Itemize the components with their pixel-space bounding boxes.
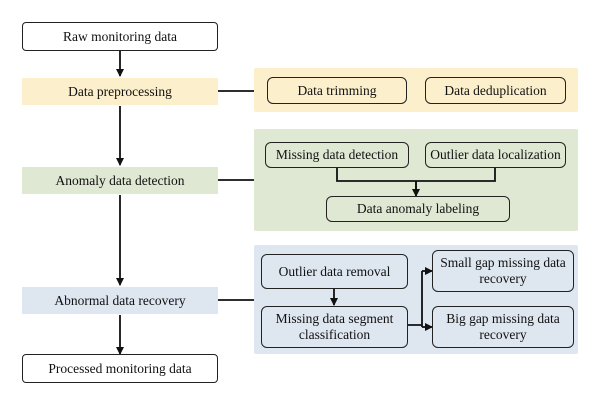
stage-preprocessing: Data preprocessing — [22, 78, 218, 105]
trimming-label: Data trimming — [297, 82, 377, 98]
recovery-panel — [254, 245, 578, 354]
stage-recovery-label: Abnormal data recovery — [54, 292, 186, 308]
deduplication-label: Data deduplication — [444, 82, 547, 98]
small-gap-label: Small gap missing data recovery — [440, 255, 566, 286]
stage-recovery: Abnormal data recovery — [22, 287, 218, 314]
deduplication-box: Data deduplication — [425, 77, 566, 104]
outlier-localization-label: Outlier data localization — [430, 147, 561, 163]
preprocessing-panel — [254, 68, 578, 112]
detection-panel — [254, 129, 578, 231]
start-box: Raw monitoring data — [22, 22, 218, 51]
segment-classification-box: Missing data segment classification — [261, 306, 408, 348]
trimming-box: Data trimming — [267, 77, 407, 104]
branch-lines — [408, 271, 423, 327]
labeling-box: Data anomaly labeling — [326, 196, 510, 222]
labeling-label: Data anomaly labeling — [356, 201, 480, 217]
outlier-removal-label: Outlier data removal — [278, 263, 391, 279]
end-box: Processed monitoring data — [22, 354, 218, 383]
stage-detection-label: Anomaly data detection — [55, 172, 185, 188]
stage-detection: Anomaly data detection — [22, 167, 218, 194]
missing-detection-box: Missing data detection — [265, 142, 409, 168]
end-label: Processed monitoring data — [48, 360, 192, 376]
start-label: Raw monitoring data — [63, 28, 177, 44]
big-gap-label: Big gap missing data recovery — [446, 311, 560, 342]
segment-classification-label: Missing data segment classification — [275, 311, 394, 342]
small-gap-box: Small gap missing data recovery — [432, 250, 574, 292]
missing-detection-label: Missing data detection — [275, 147, 399, 163]
outlier-localization-box: Outlier data localization — [425, 142, 566, 168]
stage-preprocessing-label: Data preprocessing — [68, 83, 172, 99]
big-gap-box: Big gap missing data recovery — [432, 306, 574, 348]
outlier-removal-box: Outlier data removal — [261, 254, 408, 289]
